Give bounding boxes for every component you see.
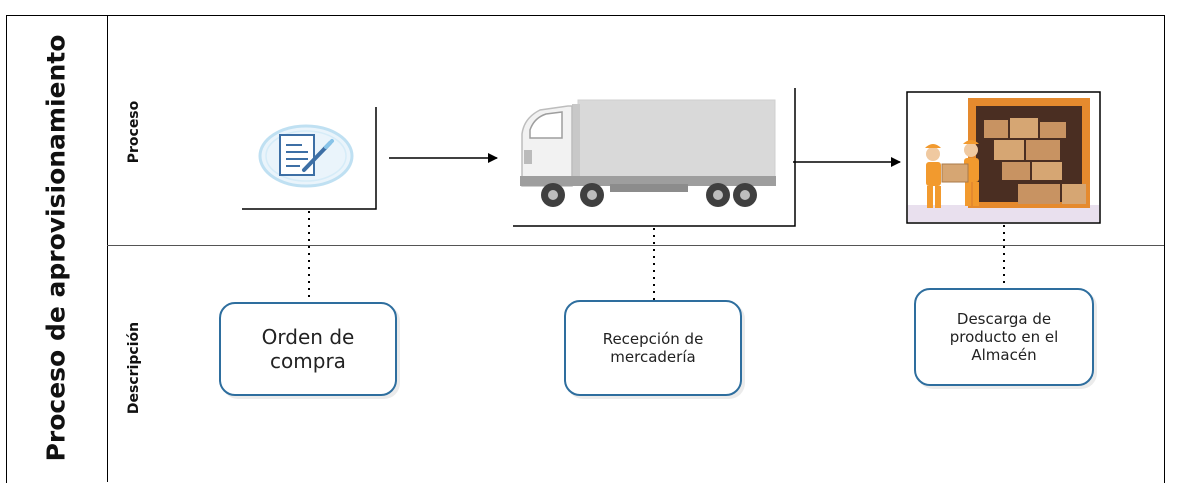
warehouse-unloading-workers-icon [906,91,1101,224]
description-box-3: Descarga de producto en el Almacén [914,288,1094,386]
purchase-order-document-icon [242,107,377,210]
lane-divider [107,245,1164,246]
description-text-3: Descarga de producto en el Almacén [949,310,1059,364]
description-box-2: Recepción de mercadería [564,300,742,396]
description-text-1: Orden de compra [261,325,355,373]
delivery-truck-icon [513,88,796,227]
pool-header [6,15,108,482]
pool-frame [6,15,1165,483]
description-box-1: Orden de compra [219,302,397,396]
description-text-2: Recepción de mercadería [602,330,704,366]
